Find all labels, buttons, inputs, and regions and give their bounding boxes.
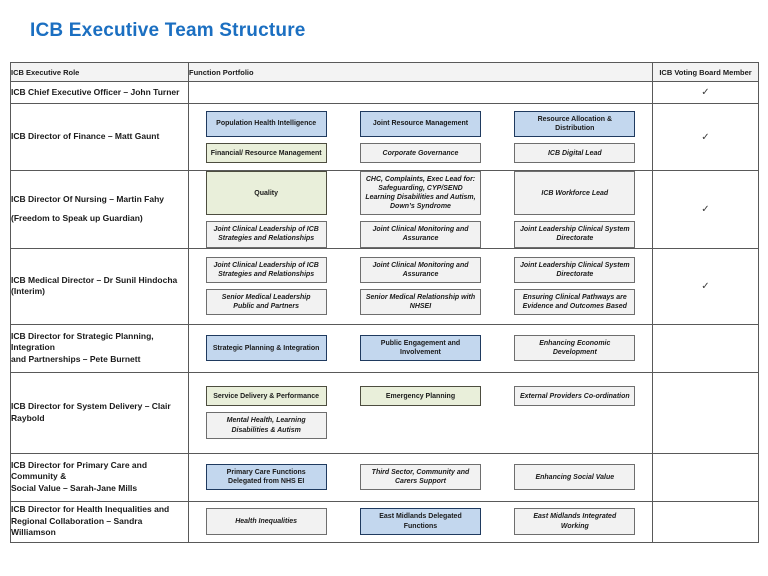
portfolio-cell [188,81,653,104]
voting-cell [652,452,759,502]
voting-cell: ✓ [652,103,759,171]
role-line: ICB Director Of Nursing – Martin Fahy [11,194,165,205]
role-line: ICB Director for System Delivery – Clair… [11,401,171,423]
voting-cell [652,323,759,373]
portfolio-box: Enhancing Social Value [514,463,636,491]
table-row: ICB Director for Strategic Planning, Int… [10,323,759,373]
portfolio-grid: Health Inequalities East Midlands Delegat… [189,508,652,535]
portfolio-box: Corporate Governance [359,143,481,164]
role-cell: ICB Director for Primary Care and Commun… [10,452,189,502]
role-line: Social Value – Sarah-Jane Mills [11,482,138,493]
portfolio-cell: Primary Care Functions Delegated from NH… [188,452,653,502]
portfolio-box: Joint Clinical Leadership of ICB Strateg… [205,256,327,284]
voting-cell: ✓ [652,247,759,325]
table-row: ICB Medical Director – Dr Sunil Hindocha… [10,247,759,325]
role-line: (Freedom to Speak up Guardian) [11,212,143,223]
portfolio-box: Joint Clinical Monitoring and Assurance [359,256,481,284]
portfolio-box: Service Delivery & Performance [205,386,327,407]
role-cell: ICB Chief Executive Officer – John Turne… [10,81,189,104]
table-row: ICB Director of Finance – Matt Gaunt Popu… [10,103,759,171]
portfolio-box: Joint Leadership Clinical System Directo… [514,256,636,284]
table-header-row: ICB Executive Role Function Portfolio IC… [10,62,759,82]
role-cell: ICB Director for System Delivery – Clair… [10,371,189,454]
portfolio-box: Joint Clinical Monitoring and Assurance [359,221,481,248]
portfolio-box: Third Sector, Community and Carers Suppo… [359,463,481,491]
portfolio-box: Mental Health, Learning Disabilities & A… [205,412,327,439]
voting-check: ✓ [701,131,710,143]
table-row: ICB Director for Primary Care and Commun… [10,452,759,502]
portfolio-box: Joint Clinical Leadership of ICB Strateg… [205,221,327,248]
portfolio-box: Financial/ Resource Management [205,143,327,164]
voting-cell: ✓ [652,81,759,104]
role-line: ICB Director of Finance – Matt Gaunt [11,131,160,142]
portfolio-box: Senior Medical Relationship with NHSEI [359,289,481,316]
header-function-portfolio: Function Portfolio [188,62,653,82]
portfolio-box: Strategic Planning & Integration [205,334,327,362]
role-line: ICB Chief Executive Officer – John Turne… [11,86,180,97]
header-icb-executive-role: ICB Executive Role [10,62,189,82]
portfolio-cell: Strategic Planning & Integration Public E… [188,323,653,373]
voting-check: ✓ [701,87,710,98]
table-row: ICB Director for System Delivery – Clair… [10,371,759,454]
role-line: ICB Director for Strategic Planning, Int… [11,330,154,353]
portfolio-box: Primary Care Functions Delegated from NH… [205,463,327,491]
table-row: ICB Chief Executive Officer – John Turne… [10,81,759,104]
portfolio-box: East Midlands Integrated Working [514,508,636,535]
portfolio-grid: Strategic Planning & Integration Public E… [189,334,652,362]
table-row: ICB Director for Health Inequalities and… [10,500,759,543]
portfolio-box: Enhancing Economic Development [514,334,636,362]
page-title: ICB Executive Team Structure [30,20,306,41]
role-cell: ICB Director for Strategic Planning, Int… [10,323,189,373]
portfolio-box: Public Engagement and Involvement [359,334,481,362]
role-cell: ICB Director Of Nursing – Martin Fahy (Fr… [10,170,189,249]
voting-check: ✓ [701,280,710,292]
role-line: Regional Collaboration – Sandra Williams… [11,515,143,538]
portfolio-cell: Health Inequalities East Midlands Delegat… [188,500,653,543]
portfolio-box: Joint Leadership Clinical System Directo… [514,221,636,248]
role-line: ICB Director for Health Inequalities and [11,504,170,515]
role-line: and Partnerships – Pete Burnett [11,353,141,364]
portfolio-box: Ensuring Clinical Pathways are Evidence … [514,289,636,316]
table-row: ICB Director Of Nursing – Martin Fahy (Fr… [10,170,759,249]
role-cell: ICB Medical Director – Dr Sunil Hindocha… [10,247,189,325]
voting-cell: ✓ [652,170,759,249]
executive-structure-table: ICB Executive Role Function Portfolio IC… [10,62,759,543]
portfolio-box: ICB Workforce Lead [514,171,636,216]
portfolio-box: External Providers Co-ordination [514,386,636,407]
portfolio-box: Quality [205,171,327,216]
portfolio-box: Joint Resource Management [359,110,481,138]
role-cell: ICB Director for Health Inequalities and… [10,500,189,543]
portfolio-box: ICB Digital Lead [514,143,636,164]
role-line: ICB Medical Director – Dr Sunil Hindocha [11,274,178,285]
portfolio-box: Resource Allocation & Distribution [514,110,636,138]
portfolio-box: Health Inequalities [205,508,327,535]
table-body: ICB Chief Executive Officer – John Turne… [10,81,759,543]
portfolio-grid: Primary Care Functions Delegated from NH… [189,463,652,491]
portfolio-grid: Joint Clinical Leadership of ICB Strateg… [189,256,652,316]
role-line: ICB Director for Primary Care and Commun… [11,459,148,482]
portfolio-box: CHC, Complaints, Exec Lead for: Safeguar… [359,171,481,216]
header-voting-board-member: ICB Voting Board Member [652,62,759,82]
role-cell: ICB Director of Finance – Matt Gaunt [10,103,189,171]
role-line: (Interim) [11,286,45,297]
voting-check: ✓ [701,203,710,215]
portfolio-cell: Joint Clinical Leadership of ICB Strateg… [188,247,653,325]
portfolio-box: East Midlands Delegated Functions [359,508,481,535]
portfolio-box: Senior Medical Leadership Public and Par… [205,289,327,316]
voting-cell [652,371,759,454]
voting-cell [652,500,759,543]
portfolio-box: Population Health Intelligence [205,110,327,138]
portfolio-box: Emergency Planning [359,386,481,407]
